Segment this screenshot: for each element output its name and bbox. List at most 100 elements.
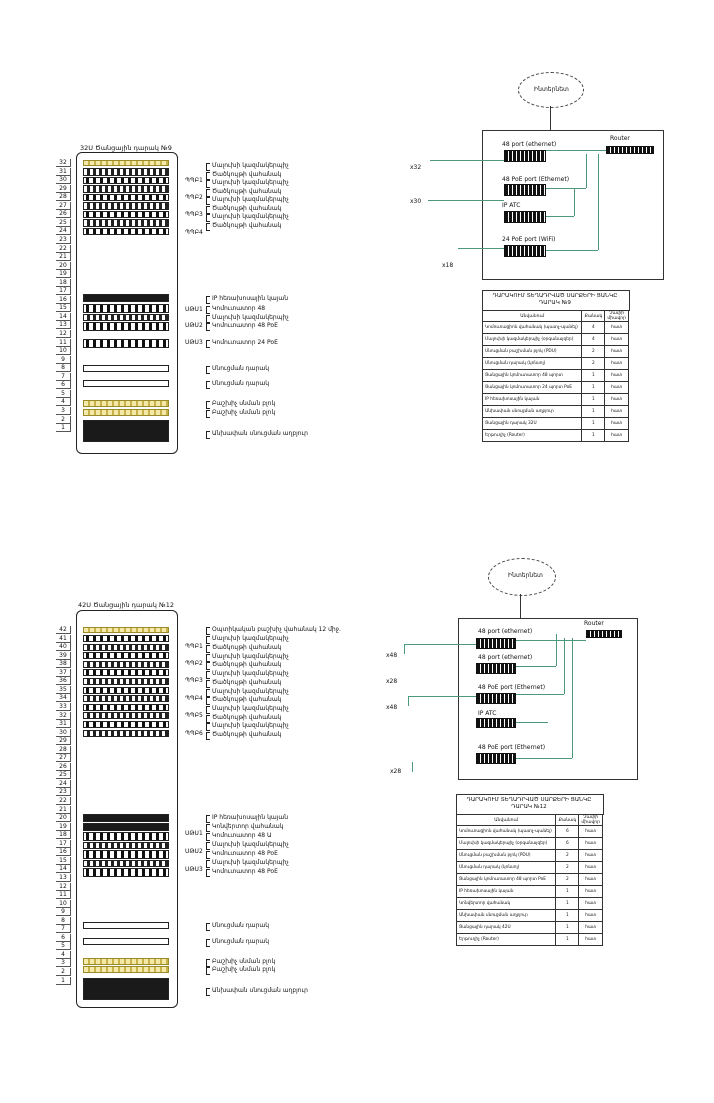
table-cell: հատ bbox=[604, 405, 629, 418]
table-cell: Անխափան սնուցման աղբյուր bbox=[481, 405, 583, 418]
unit-number: 24 bbox=[56, 779, 71, 788]
table-cell: հատ bbox=[604, 333, 629, 346]
device-label: Ծածկույթի վահանակ bbox=[212, 731, 282, 738]
pdu-2 bbox=[83, 409, 169, 416]
table-cell: Կոնվերտոր վահանակ bbox=[455, 897, 557, 910]
shelf-2 bbox=[83, 938, 169, 945]
cable-organizer-4 bbox=[83, 228, 169, 235]
device-label: Մալուխի կազմակերպիչ bbox=[212, 213, 289, 220]
switch-48-poe bbox=[83, 322, 169, 331]
switch-24-poe bbox=[83, 339, 169, 348]
rack-tag: ՊՊԲ2 bbox=[185, 194, 203, 201]
unit-number: 27 bbox=[56, 201, 71, 210]
table-cell: հատ bbox=[578, 885, 603, 898]
cable-organizer bbox=[83, 635, 169, 642]
table-cell: 4 bbox=[581, 321, 606, 334]
table-cell: 1 bbox=[581, 381, 606, 394]
switch-48 bbox=[83, 304, 169, 313]
table-subtitle: ԴԱՐԱԿ №12 bbox=[511, 804, 547, 810]
cable-organizer-3 bbox=[83, 211, 169, 218]
table-header-cell: Անվանում bbox=[481, 310, 583, 322]
patch-panel-4 bbox=[83, 219, 169, 227]
table-cell: 1 bbox=[581, 417, 606, 430]
unit-number: 24 bbox=[56, 227, 71, 236]
label-brace bbox=[206, 967, 210, 975]
table-cell: IP հեռախոսային կայան bbox=[455, 885, 557, 898]
unit-number: 31 bbox=[56, 167, 71, 176]
unit-number: 1 bbox=[56, 976, 71, 985]
unit-number: 22 bbox=[56, 244, 71, 253]
device-label: Մալուխի կազմակերպիչ bbox=[212, 179, 289, 186]
device-label: Կոմուտատոր 48 PoE bbox=[212, 868, 278, 875]
label-brace bbox=[206, 636, 210, 644]
label-brace bbox=[206, 815, 210, 823]
unit-number: 26 bbox=[56, 210, 71, 219]
device-label: Ծածկույթի վահանակ bbox=[212, 188, 282, 195]
converter-panel bbox=[83, 823, 169, 831]
cable-organizer bbox=[83, 686, 169, 694]
fiber-panel bbox=[83, 160, 169, 166]
label-brace bbox=[206, 842, 210, 850]
switch-label: 24 PoE port (WiFi) bbox=[502, 236, 556, 243]
switch-48-poe-device bbox=[476, 693, 516, 704]
patch-panel-2 bbox=[83, 185, 169, 193]
table-cell: Մալուխի կազմակերպիչ (օրգանայզեր) bbox=[455, 837, 557, 850]
device-label: Մալուխի կազմակերպիչ bbox=[212, 196, 289, 203]
unit-number: 12 bbox=[56, 330, 71, 338]
device-label: Կոմուտատոր 48 PoE bbox=[212, 850, 278, 857]
label-brace bbox=[206, 851, 210, 859]
shelf-1 bbox=[83, 365, 169, 372]
count-label: x30 bbox=[410, 198, 422, 205]
ups bbox=[83, 978, 169, 1000]
pdu-1 bbox=[83, 400, 169, 407]
unit-number: 15 bbox=[56, 304, 71, 313]
table-cell: հատ bbox=[578, 921, 603, 934]
table-cell: 1 bbox=[555, 921, 580, 934]
unit-number: 28 bbox=[56, 193, 71, 202]
unit-number: 3 bbox=[56, 959, 71, 968]
table-cell: Սնուցման դարակ (կոնսոլ) bbox=[455, 861, 557, 874]
table-cell: հատ bbox=[604, 369, 629, 382]
table-header-cell: Քանակ bbox=[555, 814, 580, 826]
label-brace bbox=[206, 296, 210, 304]
label-brace bbox=[206, 223, 210, 231]
rack-tag: ՊՊԲ1 bbox=[185, 177, 203, 184]
label-brace bbox=[206, 366, 210, 374]
label-brace bbox=[206, 654, 210, 662]
unit-number: 14 bbox=[56, 312, 71, 321]
ups bbox=[83, 420, 169, 442]
label-brace bbox=[206, 689, 210, 697]
router-device bbox=[586, 630, 622, 638]
device-label: IP հեռախոսային կայան bbox=[212, 814, 289, 821]
unit-number: 25 bbox=[56, 771, 71, 780]
unit-number: 3 bbox=[56, 406, 71, 415]
cable-organizer bbox=[83, 860, 169, 867]
unit-number: 15 bbox=[56, 856, 71, 865]
label-brace bbox=[206, 410, 210, 418]
patch-panel bbox=[83, 712, 169, 720]
internet-cloud bbox=[518, 72, 584, 108]
rack-tag: ՊՊԲ4 bbox=[185, 695, 203, 702]
device-label: Կոմուտատոր 48 bbox=[212, 305, 266, 312]
unit-number: 19 bbox=[56, 822, 71, 831]
rack-tag: ՍԹՍ1 bbox=[185, 830, 203, 837]
device-label: Ծածկույթի վահանակ bbox=[212, 222, 282, 229]
table-header-cell: Անվանում bbox=[455, 814, 557, 826]
label-brace bbox=[206, 306, 210, 314]
device-label: IP հեռախոսային կայան bbox=[212, 295, 289, 302]
device-label: Անխափան սնուցման աղբյուր bbox=[212, 987, 308, 994]
table-cell: 2 bbox=[555, 849, 580, 862]
ip-atc-device bbox=[476, 718, 516, 728]
device-label: Մալուխի կազմակերպիչ bbox=[212, 162, 289, 169]
device-label: Մալուխի կազմակերպիչ bbox=[212, 841, 289, 848]
unit-number: 22 bbox=[56, 797, 71, 805]
